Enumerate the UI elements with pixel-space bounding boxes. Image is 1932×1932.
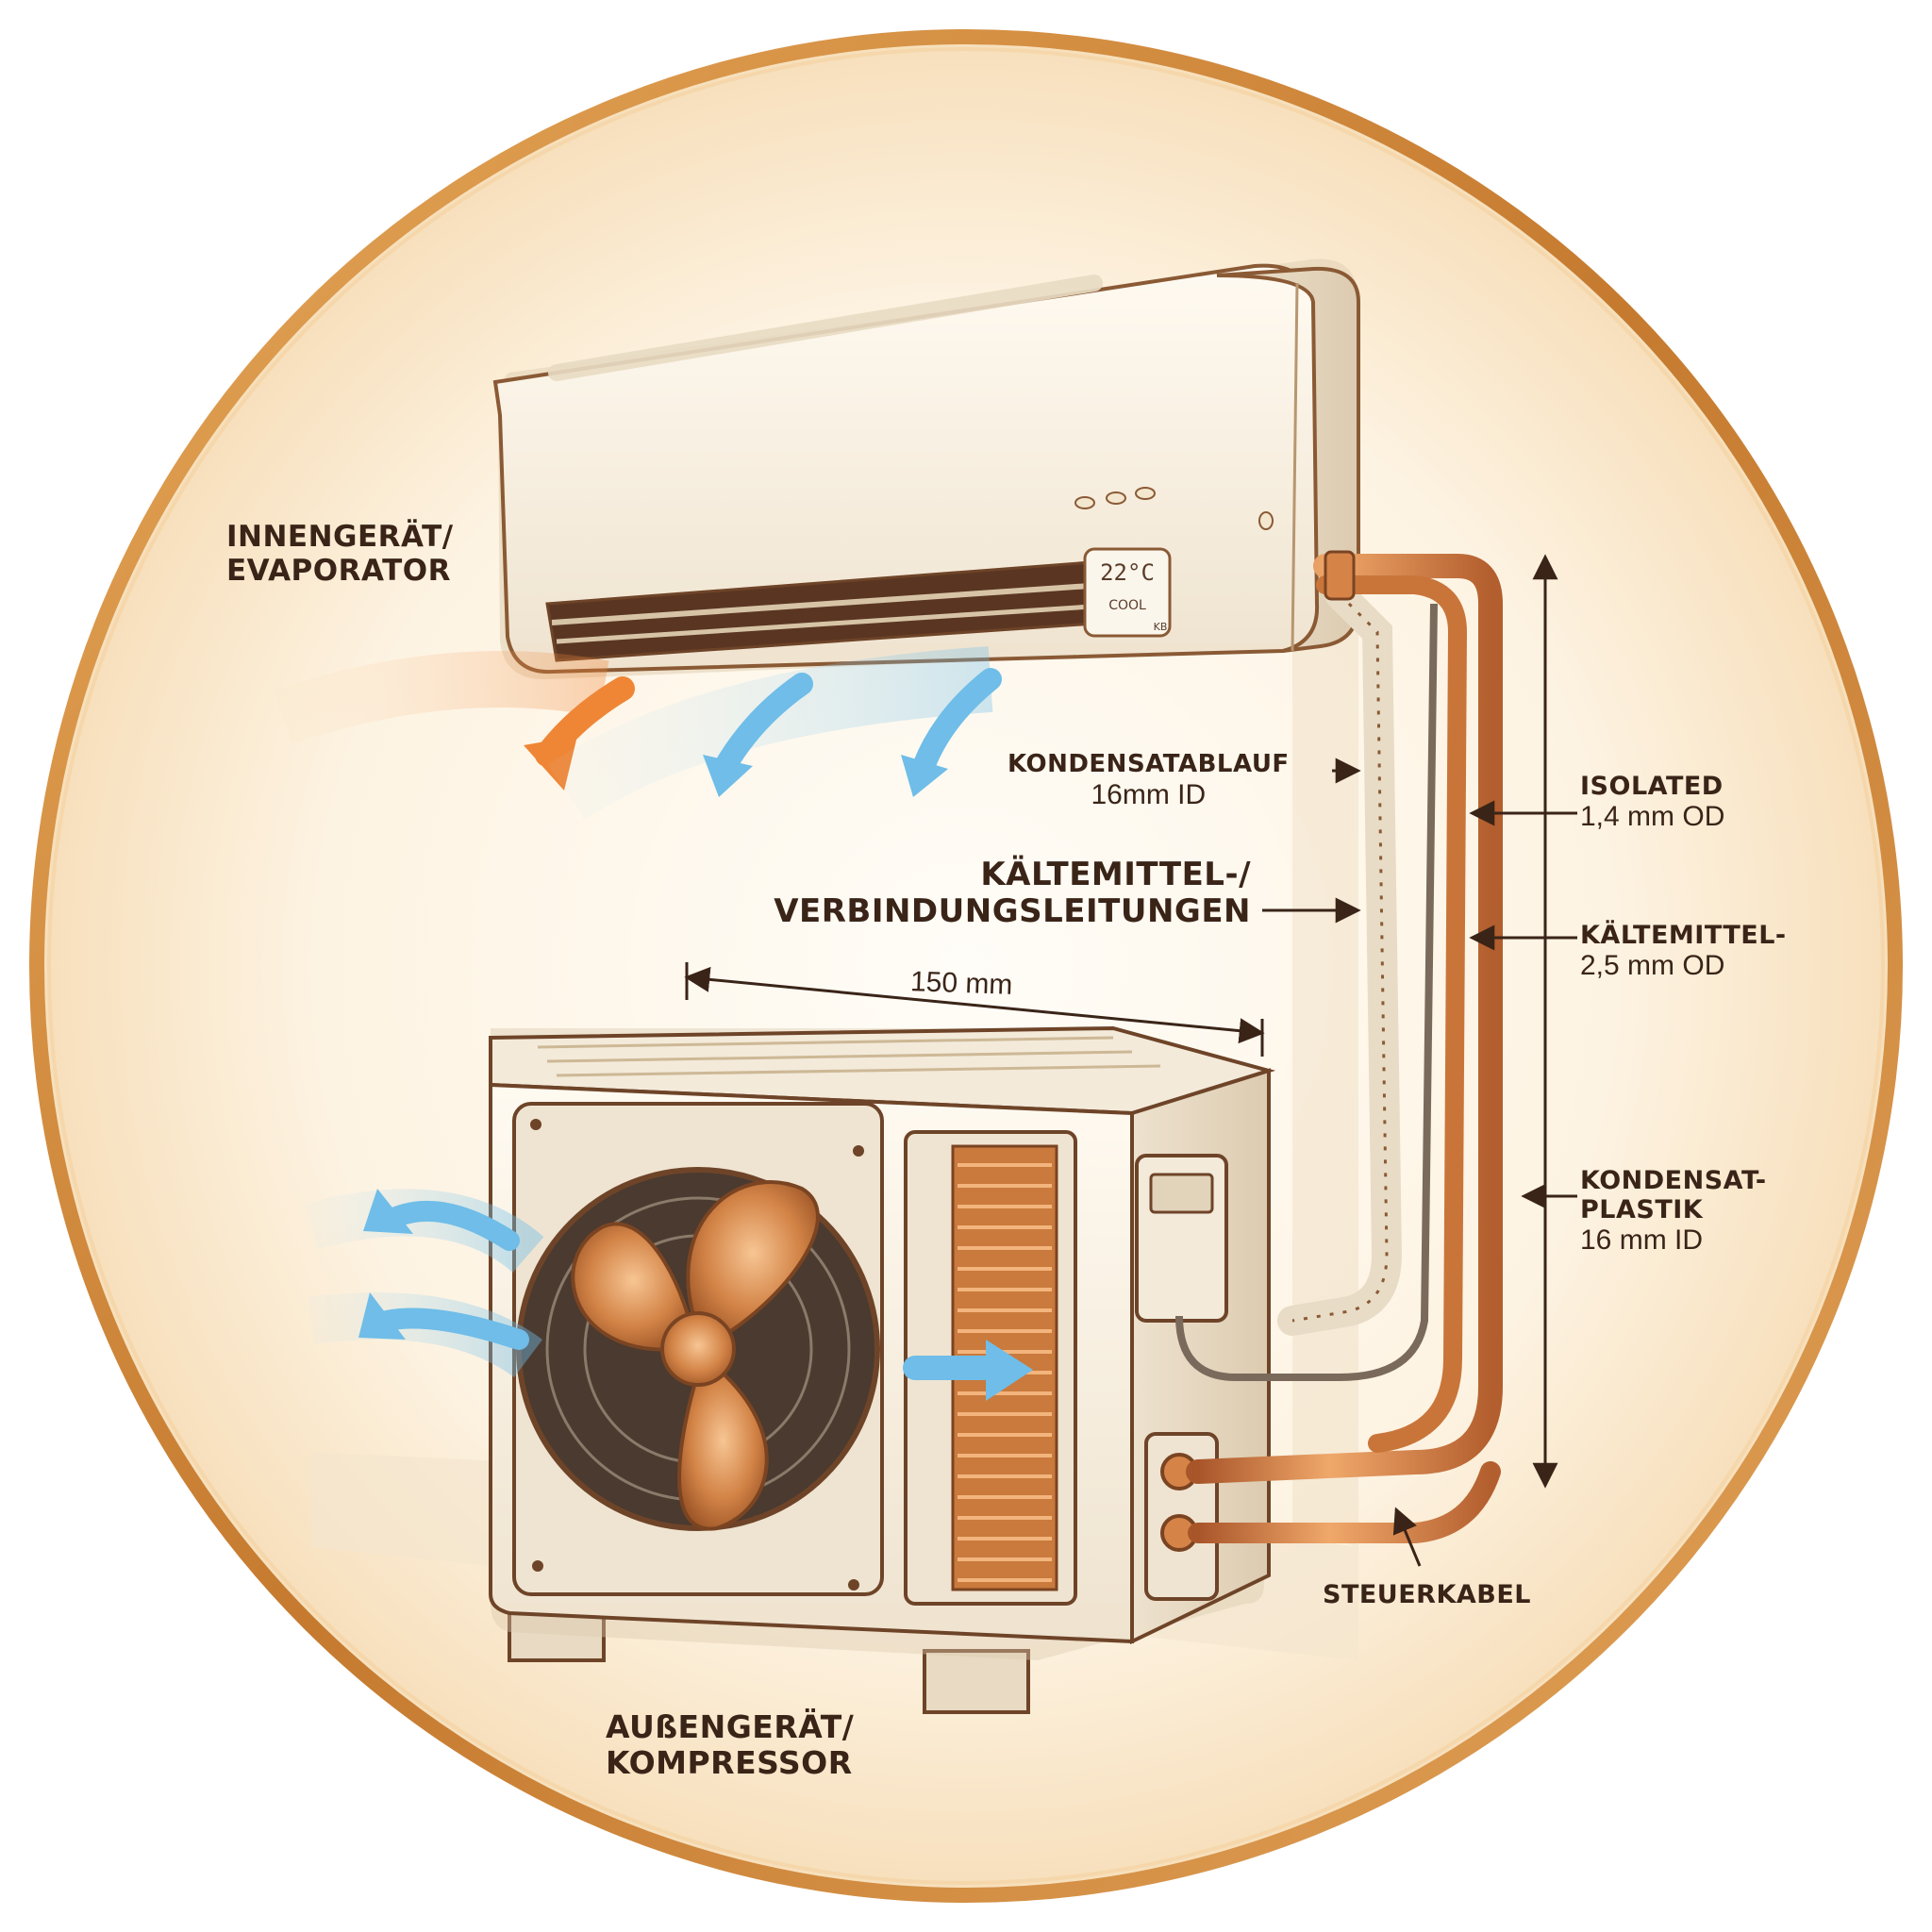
control-cable-label-line1: STEUERKABEL [1323,1580,1532,1609]
isolated-label: ISOLATED 1,4 mm OD [1580,772,1724,834]
outdoor-unit-label-line2: KOMPRESSOR [606,1743,853,1781]
indoor-unit-label: INNENGERÄT/ EVAPORATOR [226,520,454,588]
refrigerant-pipe-large [1186,554,1503,1484]
refrigerant-pipe-small [1316,575,1468,1453]
indoor-unit-label-line2: EVAPORATOR [226,553,451,588]
condensate-plastic-label-line1: KONDENSAT- [1580,1166,1767,1195]
indoor-unit-label-line1: INNENGERÄT/ [226,520,454,554]
control-cable-label: STEUERKABEL [1323,1580,1531,1609]
refrigerant-lines-label-line2: VERBINDUNGSLEITUNGEN [774,892,1251,931]
indoor-airflow [274,646,1002,821]
width-dimension-line [684,966,1265,1044]
refrigerant-label-line1: KÄLTEMITTEL- [1580,921,1787,950]
refrigerant-lines-label: KÄLTEMITTEL-/ VERBINDUNGSLEITUNGEN [774,856,1251,931]
circle-border [29,29,1903,1903]
condensate-drain-label: KONDENSATABLAUF 16mm ID [1008,750,1290,811]
fan-blades [571,1180,820,1531]
width-dimension-value: 150 mm [909,966,1013,1001]
refrigerant-label-line2: 2,5 mm OD [1580,950,1725,982]
cool-air-arrow [715,673,813,775]
connection-lines [1175,550,1503,1543]
display-brand: KB [1154,621,1168,633]
indicator-light [1074,496,1095,509]
isolated-label-line2: 1,4 mm OD [1580,801,1725,833]
isolated-label-line1: ISOLATED [1580,772,1724,801]
refrigerant-lines-label-line1: KÄLTEMITTEL-/ [980,856,1251,893]
display-temperature: 22°C [1100,559,1155,586]
condensate-plastic-label-line3: 16 mm ID [1580,1224,1704,1257]
display-mode: COOL [1108,598,1146,613]
outdoor-airflow [305,1189,1033,1401]
cool-air-arrow [913,668,1002,775]
width-dimension-label: 150 mm [909,966,1013,1002]
display-panel [1083,547,1172,638]
condensate-drain-label-line1: KONDENSATABLAUF [1008,750,1290,778]
outdoor-unit-label-line1: AUßENGERÄT/ [606,1708,855,1745]
indicator-light [1135,487,1156,500]
control-cable [1175,603,1438,1381]
condensate-drain-label-line2: 16mm ID [1091,778,1207,810]
outdoor-unit-label: AUßENGERÄT/ KOMPRESSOR [606,1709,854,1781]
refrigerant-label: KÄLTEMITTEL- 2,5 mm OD [1580,921,1787,983]
condensate-plastic-label-line2: PLASTIK [1580,1195,1704,1225]
leader-lines [684,554,1577,1567]
indicator-light [1106,491,1126,505]
outdoor-unit [489,1025,1276,1714]
condensate-plastic-label: KONDENSAT- PLASTIK 16 mm ID [1580,1166,1767,1257]
